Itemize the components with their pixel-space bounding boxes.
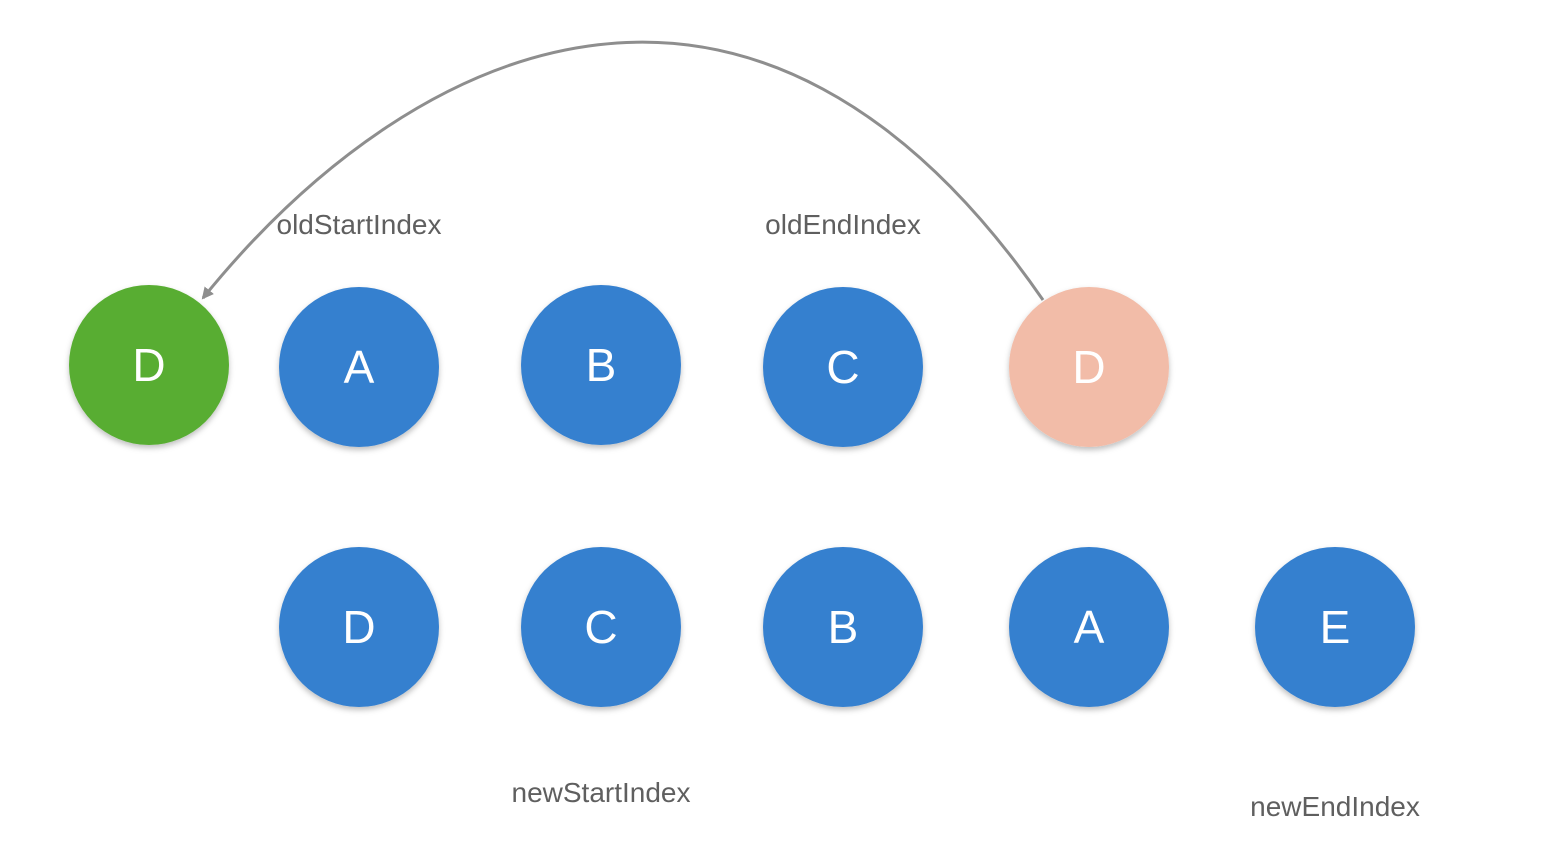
old-node-b: B: [521, 285, 681, 445]
old-node-label: B: [586, 339, 617, 391]
new-node-label: E: [1320, 601, 1351, 653]
new-node-label: B: [828, 601, 859, 653]
old-node-label: A: [344, 341, 375, 393]
new-end-index-label: newEndIndex: [1250, 791, 1420, 822]
new-node-label: A: [1074, 601, 1105, 653]
old-end-index-label: oldEndIndex: [765, 209, 921, 240]
new-node-d: D: [279, 547, 439, 707]
new-node-e: E: [1255, 547, 1415, 707]
old-node-label: C: [826, 341, 859, 393]
old-node-label: D: [1072, 341, 1105, 393]
new-start-index-label: newStartIndex: [512, 777, 691, 808]
new-node-label: D: [342, 601, 375, 653]
move-arrow: [201, 40, 1045, 301]
new-node-b: B: [763, 547, 923, 707]
old-start-index-label: oldStartIndex: [277, 209, 442, 240]
old-node-d-removed: D: [1009, 287, 1169, 447]
old-node-a: A: [279, 287, 439, 447]
old-row: D A B C D: [69, 285, 1169, 447]
new-row: D C B A E: [279, 547, 1415, 707]
old-node-c: C: [763, 287, 923, 447]
old-node-moved-d: D: [69, 285, 229, 445]
old-node-label: D: [132, 339, 165, 391]
new-node-a: A: [1009, 547, 1169, 707]
new-node-label: C: [584, 601, 617, 653]
new-node-c: C: [521, 547, 681, 707]
